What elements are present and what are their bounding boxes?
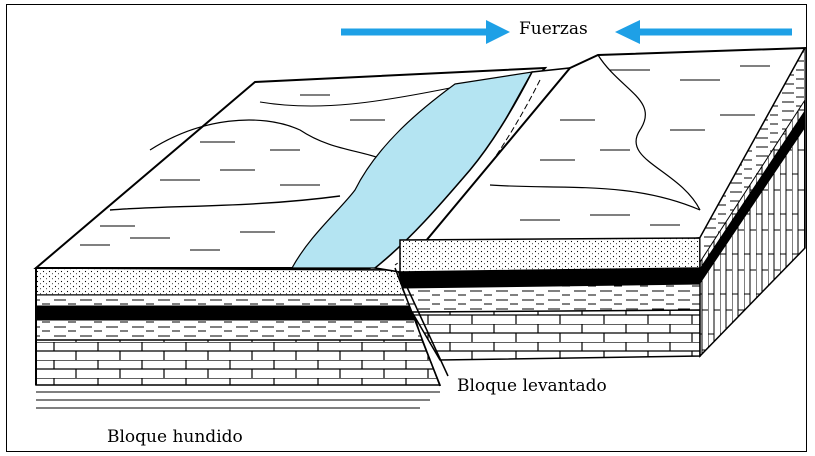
sunken-block <box>35 267 442 409</box>
raised-block-label: Bloque levantado <box>457 376 607 396</box>
raised-block-side <box>699 47 806 358</box>
forces-label: Fuerzas <box>519 19 588 39</box>
raised-block-top <box>397 46 807 274</box>
force-arrow-right <box>341 20 510 44</box>
raised-block <box>394 237 701 387</box>
force-arrow-left <box>615 20 792 44</box>
sunken-block-label: Bloque hundido <box>107 427 243 447</box>
